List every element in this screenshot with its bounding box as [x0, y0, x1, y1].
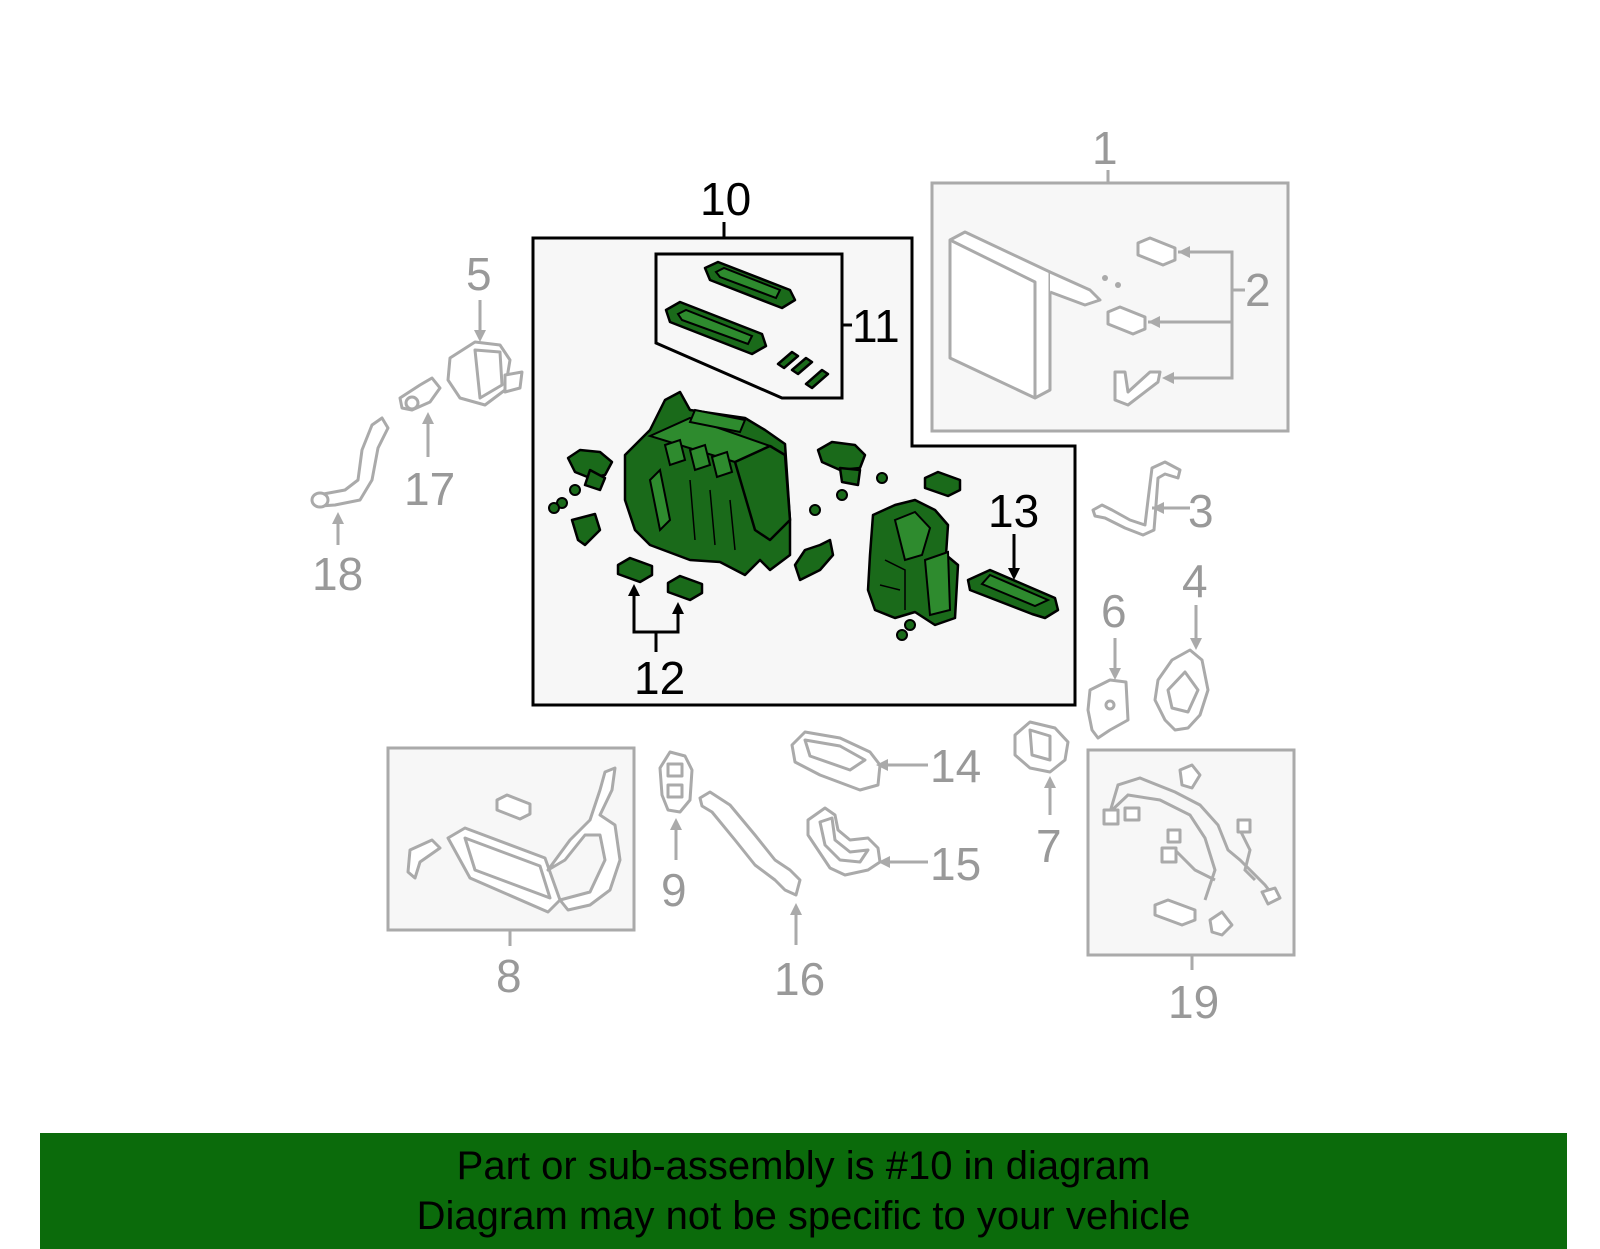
callout-16: 16 — [774, 953, 825, 1005]
banner-line-1: Part or sub-assembly is #10 in diagram — [456, 1144, 1151, 1188]
callout-6: 6 — [1101, 585, 1127, 637]
callout-17: 17 — [404, 463, 455, 515]
callout-15: 15 — [930, 838, 981, 890]
group-8-panel[interactable] — [386, 746, 636, 946]
part-16[interactable] — [698, 790, 802, 945]
callout-8: 8 — [496, 950, 522, 1002]
part-14[interactable] — [790, 730, 928, 792]
part-9[interactable] — [658, 750, 694, 860]
callout-9: 9 — [661, 864, 687, 916]
part-7[interactable] — [1013, 720, 1070, 815]
group-1-panel[interactable] — [930, 170, 1290, 433]
callout-4: 4 — [1182, 555, 1208, 607]
part-5[interactable] — [446, 300, 524, 407]
callout-3: 3 — [1188, 485, 1214, 537]
callout-18: 18 — [312, 548, 363, 600]
callout-1: 1 — [1092, 122, 1118, 174]
banner-line-2: Diagram may not be specific to your vehi… — [416, 1194, 1191, 1238]
part-15[interactable] — [806, 806, 928, 877]
callout-2: 2 — [1245, 264, 1271, 316]
callout-19: 19 — [1168, 976, 1219, 1028]
callout-7: 7 — [1036, 820, 1062, 872]
group-10-unit-assembly[interactable] — [531, 222, 1077, 707]
part-17[interactable] — [398, 376, 442, 457]
callout-5: 5 — [466, 248, 492, 300]
disclaimer-banner: Part or sub-assembly is #10 in diagram D… — [40, 1133, 1567, 1249]
callout-11: 11 — [852, 300, 900, 352]
group-19-panel[interactable] — [1086, 748, 1296, 970]
callout-14: 14 — [930, 740, 981, 792]
part-6[interactable] — [1086, 638, 1130, 740]
part-3[interactable] — [1091, 460, 1190, 537]
callout-13: 13 — [988, 485, 1039, 537]
callout-12: 12 — [634, 652, 685, 704]
part-18[interactable] — [310, 416, 390, 545]
callout-10: 10 — [700, 173, 751, 225]
part-4[interactable] — [1153, 605, 1210, 732]
